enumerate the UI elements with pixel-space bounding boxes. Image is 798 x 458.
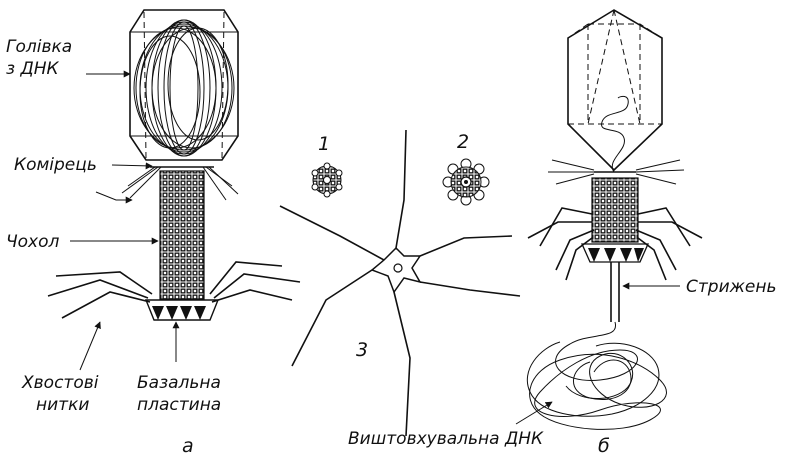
label-panel-a: а [182,435,194,457]
label-base-plate-line1: Базальна [137,373,221,393]
label-fig-2: 2 [457,131,469,153]
phage-a-base-plate [146,300,218,320]
phage-b [527,10,702,429]
phage-b-rod [611,262,619,322]
figure-1-small-rosette [312,163,342,197]
label-tail-fibers-line1: Хвостові [21,373,99,393]
phage-b-sheath [592,178,638,242]
label-tail-fibers-line2: нитки [36,395,89,415]
label-collar: Комірець [14,155,97,175]
label-fig-3: 3 [356,339,368,361]
label-panel-b: б [598,435,610,457]
label-base-plate-line2: пластина [137,395,221,415]
ejected-dna-tangle [527,322,666,429]
phage-a-head [130,10,238,160]
phage-b-base-plate [582,244,648,262]
label-ejected-dna: Виштовхувальна ДНК [348,429,544,449]
label-head-line1: Голівка [6,37,72,57]
label-sheath: Чохол [6,232,60,252]
label-head-line2: з ДНК [6,59,60,79]
phage-a-sheath [160,171,204,299]
phage-b-head [568,10,662,172]
label-fig-1: 1 [318,133,330,155]
label-rod: Стрижень [686,277,777,297]
figure-2-large-rosette [443,159,489,205]
